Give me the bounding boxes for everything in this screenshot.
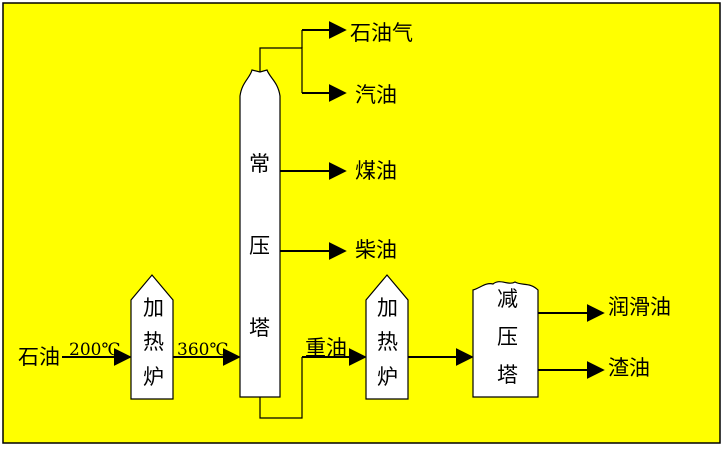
heating-furnace-1 — [130, 274, 174, 400]
feed-label: 石油 — [18, 345, 60, 369]
product-heavy-oil: 重油 — [305, 336, 347, 360]
furnace1-char-3: 炉 — [143, 365, 164, 389]
atmospheric-distillation-tower — [239, 69, 281, 398]
furnace2-char-3: 炉 — [377, 365, 398, 389]
tower-char-1: 常 — [249, 152, 270, 176]
vacuum-char-3: 塔 — [497, 363, 518, 387]
product-gasoline: 汽油 — [355, 83, 397, 107]
furnace2-char-2: 热 — [377, 330, 398, 354]
heating-furnace-2 — [365, 274, 409, 400]
tower-bottom-line — [259, 357, 303, 419]
tower-top-line — [259, 47, 303, 93]
product-kerosene: 煤油 — [355, 159, 397, 183]
vacuum-distillation-tower — [472, 281, 539, 398]
product-lubricating-oil: 润滑油 — [608, 295, 671, 319]
product-diesel: 柴油 — [355, 238, 397, 262]
feed-temp-out: 360℃ — [177, 340, 228, 360]
furnace1-char-2: 热 — [143, 330, 164, 354]
tower-char-2: 压 — [249, 234, 270, 258]
vacuum-char-2: 压 — [497, 325, 518, 349]
product-petroleum-gas: 石油气 — [350, 21, 413, 45]
feed-temp-in: 200℃ — [69, 340, 120, 360]
furnace2-char-1: 加 — [377, 296, 398, 320]
vacuum-char-1: 减 — [497, 287, 518, 311]
product-residue: 渣油 — [608, 356, 650, 380]
furnace1-char-1: 加 — [143, 296, 164, 320]
tower-char-3: 塔 — [249, 316, 270, 340]
